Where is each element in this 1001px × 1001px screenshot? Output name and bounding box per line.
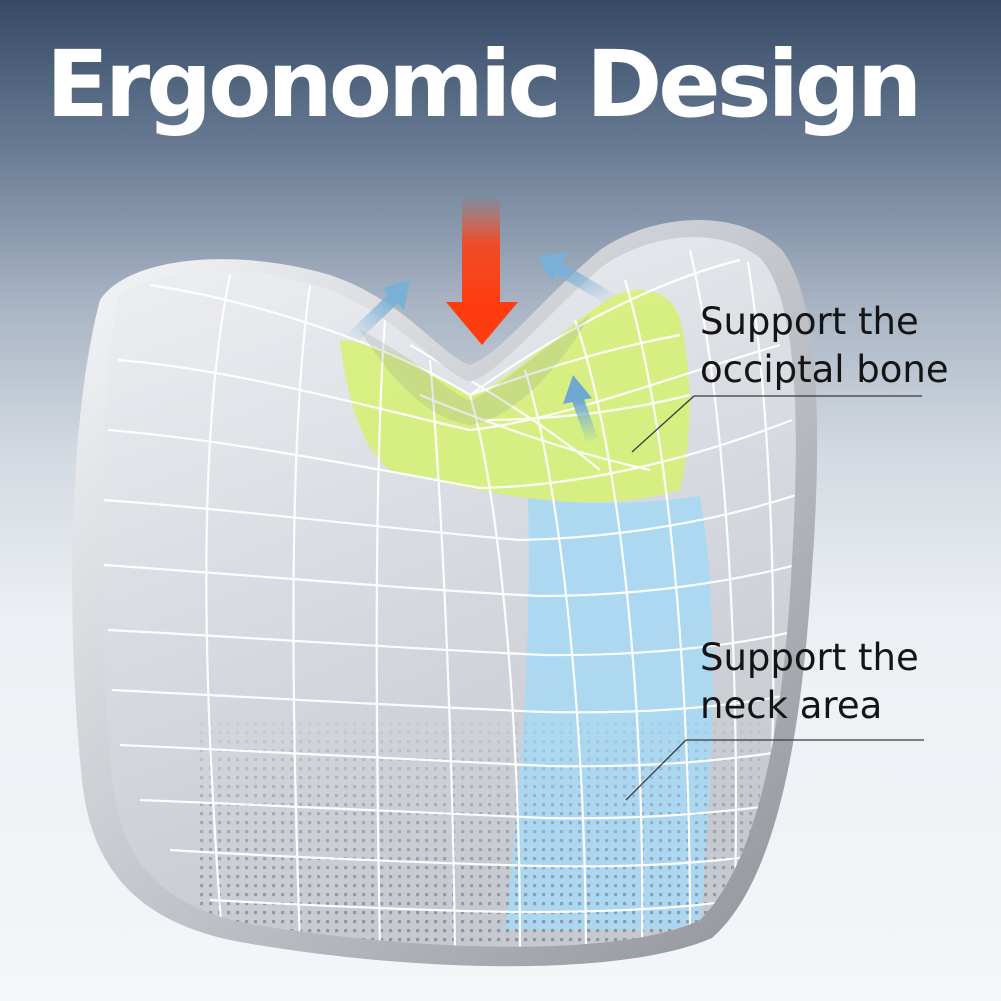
center-dip-shadow: [360, 315, 590, 425]
contour-grid: [103, 249, 796, 947]
arrow-up-icon: [538, 252, 616, 306]
arrow-up-icon: [563, 375, 598, 442]
leader-line-occipital: [631, 395, 922, 453]
leader-line-neck: [625, 739, 924, 801]
callout-line: neck area: [700, 684, 883, 727]
headline: Ergonomic Design: [46, 31, 922, 138]
occipital-support-zone: [340, 289, 690, 503]
arrow-up-icon: [345, 280, 410, 345]
callout-line: Support the: [700, 300, 919, 343]
callout-occipital-support: Support the occiptal bone: [700, 298, 949, 394]
arrow-down-icon: [446, 196, 518, 345]
callout-line: occiptal bone: [700, 348, 949, 391]
callout-line: Support the: [700, 636, 919, 679]
callout-neck-support: Support the neck area: [700, 634, 919, 730]
ventilation-dots: [200, 720, 760, 947]
